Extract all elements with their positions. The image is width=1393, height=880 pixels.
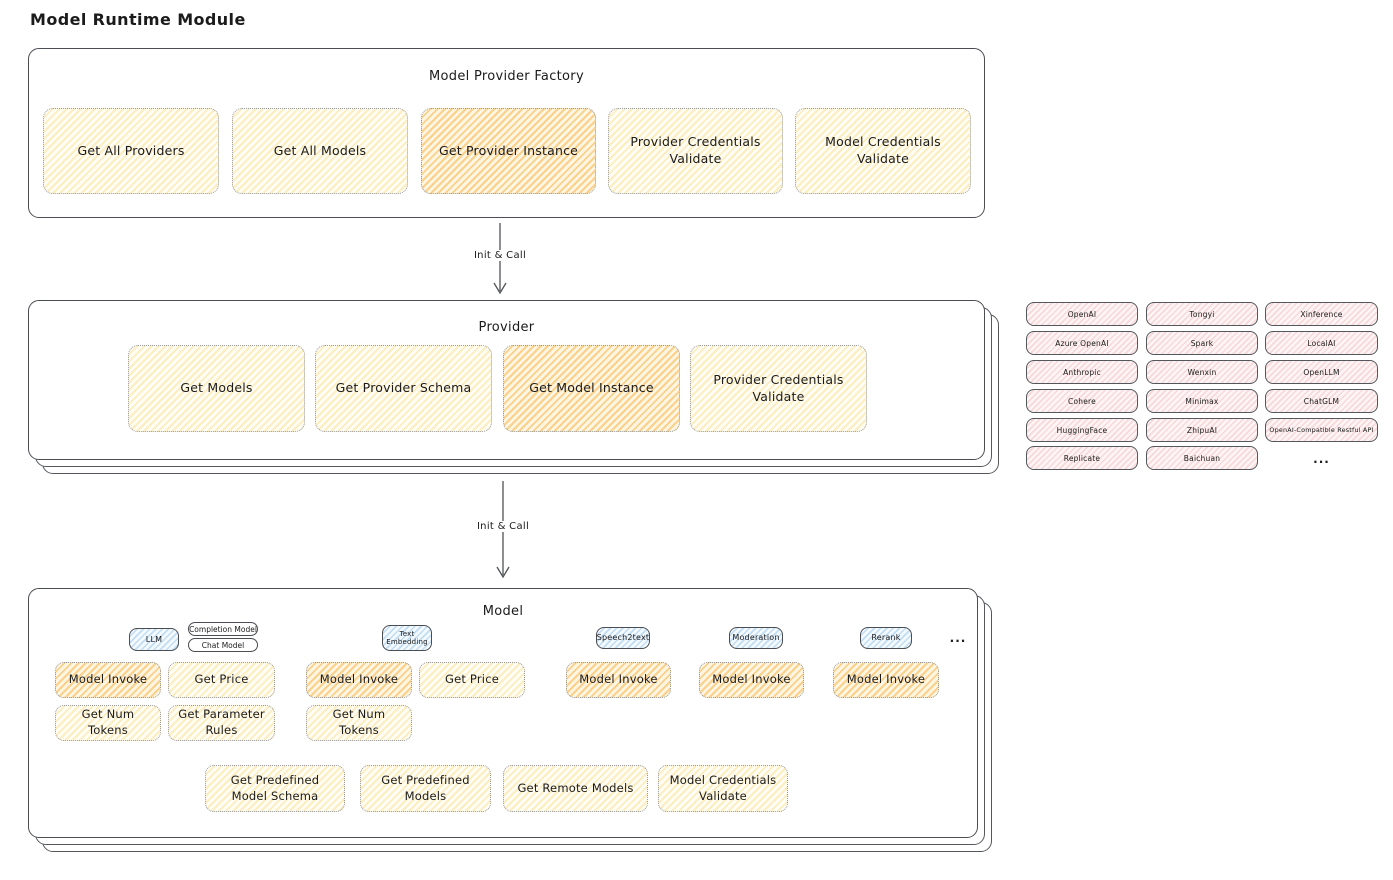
provider-chip-anthropic: Anthropic: [1026, 360, 1138, 384]
model-tab-chat-model: Chat Model: [188, 638, 258, 652]
provider-button-get-model-instance: Get Model Instance: [503, 345, 680, 432]
provider-chip-xinference: Xinference: [1265, 302, 1378, 326]
llm-get-parameter-rules-button: Get Parameter Rules: [168, 705, 275, 741]
provider-chip-baichuan: Baichuan: [1146, 446, 1258, 470]
provider-chip-openai-compatible-restful-api: OpenAI-Compatible Restful API: [1265, 418, 1378, 442]
model-tab-speech2text: Speech2text: [596, 627, 650, 649]
model-tab-llm: LLM: [129, 628, 179, 651]
provider-chip-localai: LocalAI: [1265, 331, 1378, 355]
provider-chip-replicate: Replicate: [1026, 446, 1138, 470]
provider-chip-openllm: OpenLLM: [1265, 360, 1378, 384]
factory-button-get-all-models: Get All Models: [232, 108, 408, 194]
init-call-label-2: Init & Call: [466, 521, 540, 532]
provider-chip-openai: OpenAI: [1026, 302, 1138, 326]
model-title: Model: [482, 604, 524, 619]
factory-button-model-credentials-validate: Model Credentials Validate: [795, 108, 971, 194]
provider-chip-wenxin: Wenxin: [1146, 360, 1258, 384]
factory-button-get-provider-instance: Get Provider Instance: [421, 108, 596, 194]
provider-title: Provider: [478, 320, 535, 335]
provider-button-provider-credentials-validate: Provider Credentials Validate: [690, 345, 867, 432]
llm-get-price-button: Get Price: [168, 662, 275, 698]
llm-model-invoke-button: Model Invoke: [55, 662, 161, 698]
provider-chip-tongyi: Tongyi: [1146, 302, 1258, 326]
provider-chip-huggingface: HuggingFace: [1026, 418, 1138, 442]
rerank-model-invoke-button: Model Invoke: [833, 662, 939, 698]
model-tab-completion-model: Completion Model: [188, 622, 258, 636]
provider-button-get-provider-schema: Get Provider Schema: [315, 345, 492, 432]
model-tab-text-embedding: Text Embedding: [382, 625, 432, 651]
text-embedding-get-price-button: Get Price: [419, 662, 525, 698]
provider-chip-spark: Spark: [1146, 331, 1258, 355]
provider-chips-ellipsis: ...: [1313, 452, 1330, 466]
model-tab-rerank: Rerank: [860, 627, 912, 649]
provider-chip-cohere: Cohere: [1026, 389, 1138, 413]
page-title: Model Runtime Module: [30, 10, 246, 29]
get-predefined-model-schema-button: Get Predefined Model Schema: [205, 765, 345, 812]
provider-button-get-models: Get Models: [128, 345, 305, 432]
provider-chip-zhipuai: ZhipuAI: [1146, 418, 1258, 442]
model-tab-moderation: Moderation: [729, 627, 783, 649]
moderation-model-invoke-button: Model Invoke: [699, 662, 804, 698]
model-credentials-validate-button: Model Credentials Validate: [658, 765, 788, 812]
text-embedding-get-num-tokens-button: Get Num Tokens: [306, 705, 412, 741]
llm-get-num-tokens-button: Get Num Tokens: [55, 705, 161, 741]
provider-chip-chatglm: ChatGLM: [1265, 389, 1378, 413]
factory-button-get-all-providers: Get All Providers: [43, 108, 219, 194]
model-tabs-ellipsis: ...: [949, 631, 967, 645]
get-predefined-models-button: Get Predefined Models: [360, 765, 491, 812]
init-call-label-1: Init & Call: [463, 250, 537, 261]
get-remote-models-button: Get Remote Models: [503, 765, 648, 812]
text-embedding-model-invoke-button: Model Invoke: [306, 662, 412, 698]
factory-title: Model Provider Factory: [429, 69, 584, 84]
provider-chip-minimax: Minimax: [1146, 389, 1258, 413]
speech2text-model-invoke-button: Model Invoke: [566, 662, 671, 698]
factory-button-provider-credentials-validate: Provider Credentials Validate: [608, 108, 783, 194]
provider-chip-azure-openai: Azure OpenAI: [1026, 331, 1138, 355]
